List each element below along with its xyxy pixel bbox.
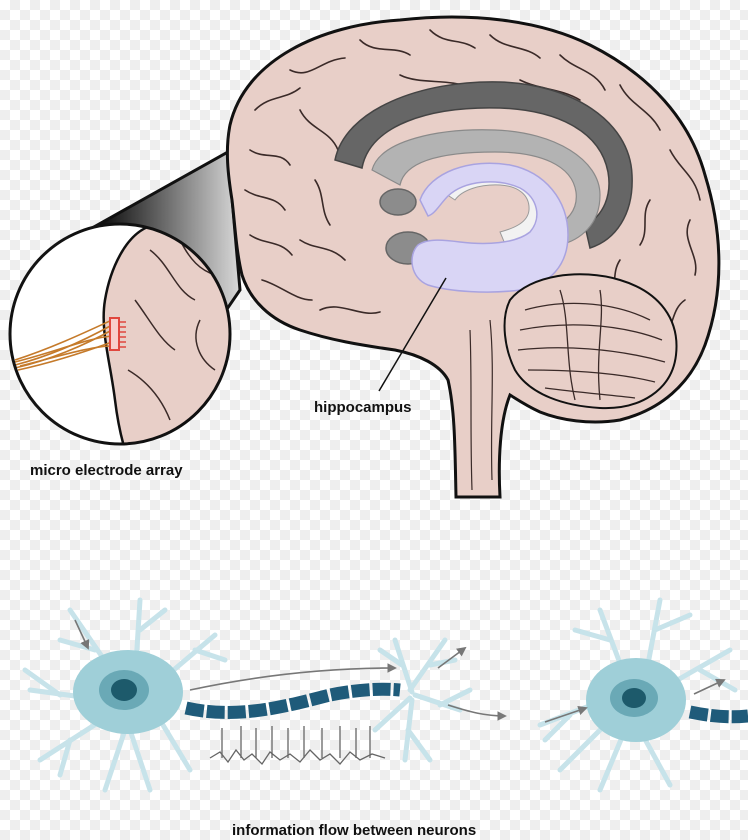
brainstem-line xyxy=(489,319,493,481)
spike-recording-trace xyxy=(209,726,386,766)
neuron-right-axon xyxy=(688,705,748,724)
arrow-icon xyxy=(544,705,588,723)
flow-arrows xyxy=(74,619,726,723)
arrow-icon xyxy=(74,619,90,650)
neuron-middle-dendrites xyxy=(372,637,473,763)
hippocampus-label: hippocampus xyxy=(314,399,412,416)
brain xyxy=(225,15,721,499)
thalamus xyxy=(379,188,417,216)
magnified-view-border xyxy=(8,222,232,446)
neuron-left-axon xyxy=(184,682,401,719)
magnified-view xyxy=(8,222,232,446)
arrow-icon xyxy=(189,663,397,691)
hippocampus xyxy=(411,162,569,293)
arrow-icon xyxy=(437,646,467,669)
information-flow-label: information flow between neurons xyxy=(232,822,477,839)
micro-electrode-array xyxy=(109,317,120,351)
corpus-callosum xyxy=(334,81,633,249)
cerebellum xyxy=(503,273,678,410)
brain-folds xyxy=(244,29,701,341)
brainstem-line xyxy=(469,329,473,491)
neuron-left-nucleus xyxy=(111,679,137,701)
neuron-right-nucleus xyxy=(622,688,646,708)
micro-electrode-array-label: micro electrode array xyxy=(30,462,183,479)
arrow-icon xyxy=(693,678,726,695)
magnified-cortex xyxy=(102,224,230,444)
electrode-wires xyxy=(14,319,113,371)
arrow-icon xyxy=(447,704,507,721)
hippocampus-pointer xyxy=(378,277,447,392)
neurons-panel xyxy=(22,597,748,793)
